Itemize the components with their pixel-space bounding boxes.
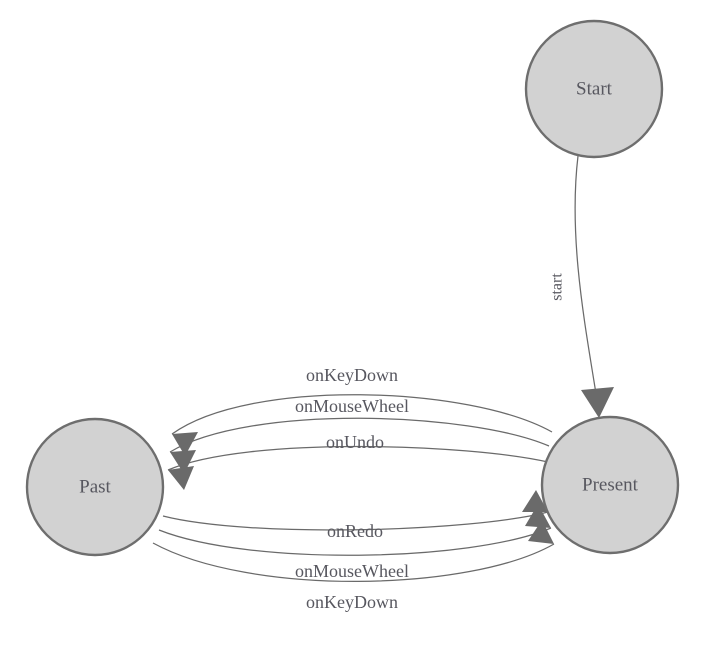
node-present[interactable]: Present [540,415,680,555]
arrowhead-past-bottom [168,466,194,490]
edge-path-onkeydown-top [171,394,553,435]
node-past-label: Past [79,476,111,497]
node-start[interactable]: Start [524,19,664,159]
edge-label-onmousewheel-bottom: onMouseWheel [295,561,409,581]
edge-present-to-past-onmousewheel[interactable] [169,417,550,474]
node-past-circle [25,417,165,557]
edge-label-onundo: onUndo [326,432,384,452]
node-past[interactable]: Past [25,417,165,557]
edge-path-onkeydown-bottom [152,542,555,582]
node-present-circle [540,415,680,555]
edge-path-onredo [162,511,549,531]
edge-label-start: start [549,273,566,301]
edge-start-to-present[interactable] [574,155,614,418]
edge-label-onkeydown-top: onKeyDown [306,365,398,385]
edge-path-start [574,155,598,401]
edge-past-to-present-onmousewheel[interactable] [158,504,552,556]
arrowhead-present-bottom [528,520,554,544]
edge-past-to-present-onredo[interactable] [162,490,549,531]
node-start-circle [524,19,664,159]
edge-past-to-present-onkeydown[interactable] [152,520,555,582]
edge-present-to-past-onundo[interactable] [167,445,549,491]
node-present-label: Present [582,474,639,495]
arrowhead-present-start [581,387,614,418]
node-start-label: Start [576,78,613,99]
edge-path-onmousewheel-top [169,417,550,453]
arrowhead-past-middle [170,450,196,474]
arrowhead-present-middle [525,504,551,528]
arrowhead-present-top [522,490,548,512]
edge-label-onmousewheel-top: onMouseWheel [295,396,409,416]
edge-path-onundo [167,445,549,471]
edge-path-onmousewheel-bottom [158,527,552,556]
edge-label-onredo: onRedo [327,521,383,541]
edge-label-onkeydown-bottom: onKeyDown [306,592,398,612]
